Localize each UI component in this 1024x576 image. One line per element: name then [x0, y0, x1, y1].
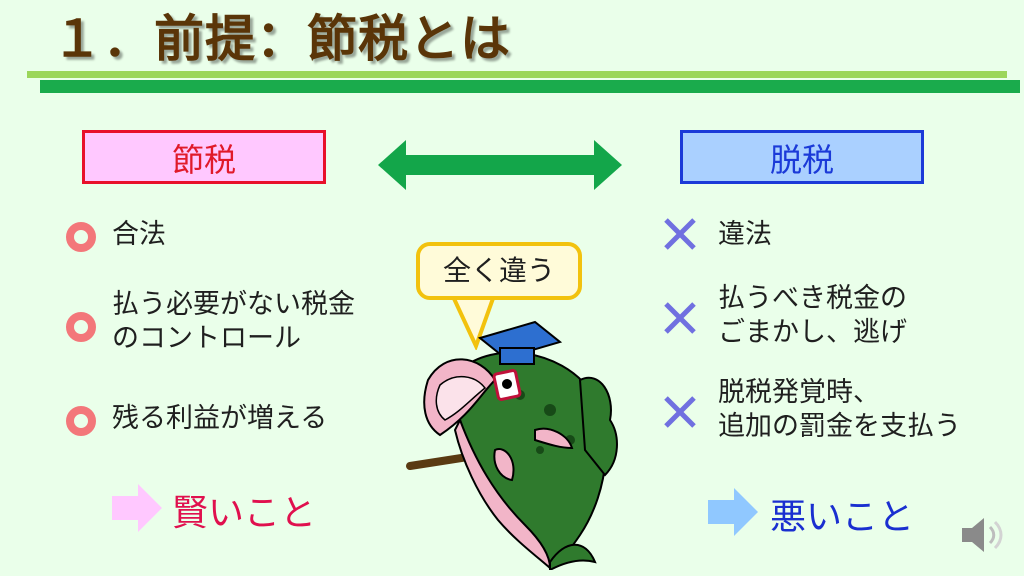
circle-mark-icon: [66, 312, 96, 342]
speaker-icon[interactable]: [958, 512, 1006, 558]
arrow-right-icon: [112, 484, 162, 532]
cross-mark-icon: [664, 302, 696, 334]
arrow-right-icon: [708, 488, 758, 536]
speech-bubble: 全く違う: [416, 242, 582, 300]
tax-evasion-header: 脱税: [680, 130, 924, 184]
right-item-3: 脱税発覚時、 追加の罰金を支払う: [718, 377, 961, 442]
left-item-3: 残る利益が増える: [112, 403, 328, 434]
cross-mark-icon: [664, 396, 696, 428]
right-item-1: 違法: [718, 219, 772, 250]
title-underline-light: [27, 71, 1007, 78]
title-underline: [40, 80, 1020, 93]
double-arrow-icon: [378, 140, 622, 190]
tax-saving-conclusion: 賢いこと: [172, 493, 317, 534]
fish-professor-illustration: [406, 320, 618, 570]
tax-evasion-conclusion: 悪いこと: [770, 497, 915, 538]
cross-mark-icon: [664, 218, 696, 250]
circle-mark-icon: [66, 222, 96, 252]
right-item-2: 払うべき税金の ごまかし、逃げ: [718, 283, 907, 348]
page-title: １．前提：節税とは: [52, 10, 511, 68]
left-item-2: 払う必要がない税金 のコントロール: [112, 289, 355, 354]
tax-saving-header: 節税: [82, 130, 326, 184]
left-item-1: 合法: [112, 219, 166, 250]
circle-mark-icon: [66, 406, 96, 436]
